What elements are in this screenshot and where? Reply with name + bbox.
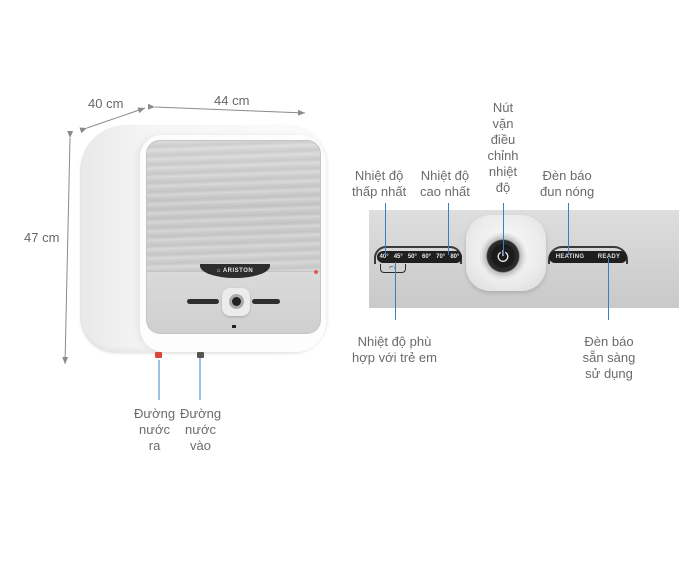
outlet-pipe-icon: [155, 352, 162, 358]
label-line: nhiệt: [488, 164, 518, 179]
temp-60: 60°: [422, 254, 432, 260]
red-mark: [314, 270, 318, 274]
leader-line-heating: [568, 203, 569, 255]
brand-name: ARISTON: [222, 268, 254, 274]
leader-line-knob: [503, 203, 504, 255]
label-line: vào: [190, 438, 212, 453]
leader-line-max-temp: [448, 203, 449, 255]
label-line: độ: [495, 180, 511, 195]
mini-power-knob: [229, 294, 244, 309]
width-dimension-label: 44 cm: [214, 93, 250, 108]
temperature-scale: 40° 45° 50° 60° 70° 80°: [377, 251, 462, 263]
brand-logo: ⌂ ARISTON: [200, 264, 270, 278]
label-line: ra: [148, 438, 161, 453]
leader-line-child-temp: [395, 262, 396, 320]
label-line: sẵn sàng: [582, 350, 636, 365]
leader-line-ready: [608, 258, 609, 320]
ready-indicator: READY: [597, 254, 621, 260]
indicator-dot: [232, 325, 236, 328]
label-line: điều: [490, 132, 516, 147]
label-line: Đèn báo: [542, 168, 592, 183]
temp-40: 40°: [379, 254, 389, 260]
label-line: đun nóng: [540, 184, 595, 199]
status-indicator-strip: HEATING READY: [549, 251, 627, 263]
label-line: nước: [185, 422, 217, 437]
label-line: nước: [139, 422, 171, 437]
label-line: Nhiệt độ phù: [357, 334, 432, 349]
mini-temperature-strip: [187, 299, 219, 304]
label-line: hợp với trẻ em: [352, 350, 437, 365]
leader-line-min-temp: [385, 203, 386, 255]
heating-light-label: Đèn báo đun nóng: [540, 168, 594, 200]
mini-status-strip: [252, 299, 280, 304]
label-line: vặn: [492, 116, 514, 131]
max-temp-label: Nhiệt độ cao nhất: [420, 168, 470, 200]
temp-70: 70°: [436, 254, 446, 260]
label-line: chỉnh: [487, 148, 519, 163]
min-temp-label: Nhiệt độ thấp nhất: [352, 168, 406, 200]
knob-label: Nút vặn điều chỉnh nhiệt độ: [482, 100, 524, 196]
height-dimension-label: 47 cm: [24, 230, 60, 245]
label-line: Đường: [134, 406, 176, 421]
inlet-pipe-label: Đường nước vào: [180, 406, 221, 454]
child-bath-icon: ⌐↓: [380, 264, 406, 273]
brushed-metal-panel: [146, 140, 321, 272]
inlet-pipe-icon: [197, 352, 204, 358]
child-safe-temp-label: Nhiệt độ phù hợp với trẻ em: [352, 334, 437, 366]
label-line: cao nhất: [420, 184, 470, 199]
ready-light-label: Đèn báo sẵn sàng sử dụng: [580, 334, 638, 382]
label-line: Đèn báo: [584, 334, 634, 349]
label-line: Đường: [180, 406, 222, 421]
label-line: Nút: [492, 100, 514, 115]
outlet-pipe-label: Đường nước ra: [134, 406, 175, 454]
label-line: thấp nhất: [352, 184, 407, 199]
depth-dimension-label: 40 cm: [88, 96, 124, 111]
heating-indicator: HEATING: [555, 254, 585, 260]
temp-45: 45°: [393, 254, 403, 260]
label-line: Nhiệt độ: [420, 168, 470, 183]
temp-80: 80°: [450, 254, 460, 260]
label-line: Nhiệt độ: [354, 168, 404, 183]
temp-50: 50°: [407, 254, 417, 260]
label-line: sử dụng: [585, 366, 633, 381]
